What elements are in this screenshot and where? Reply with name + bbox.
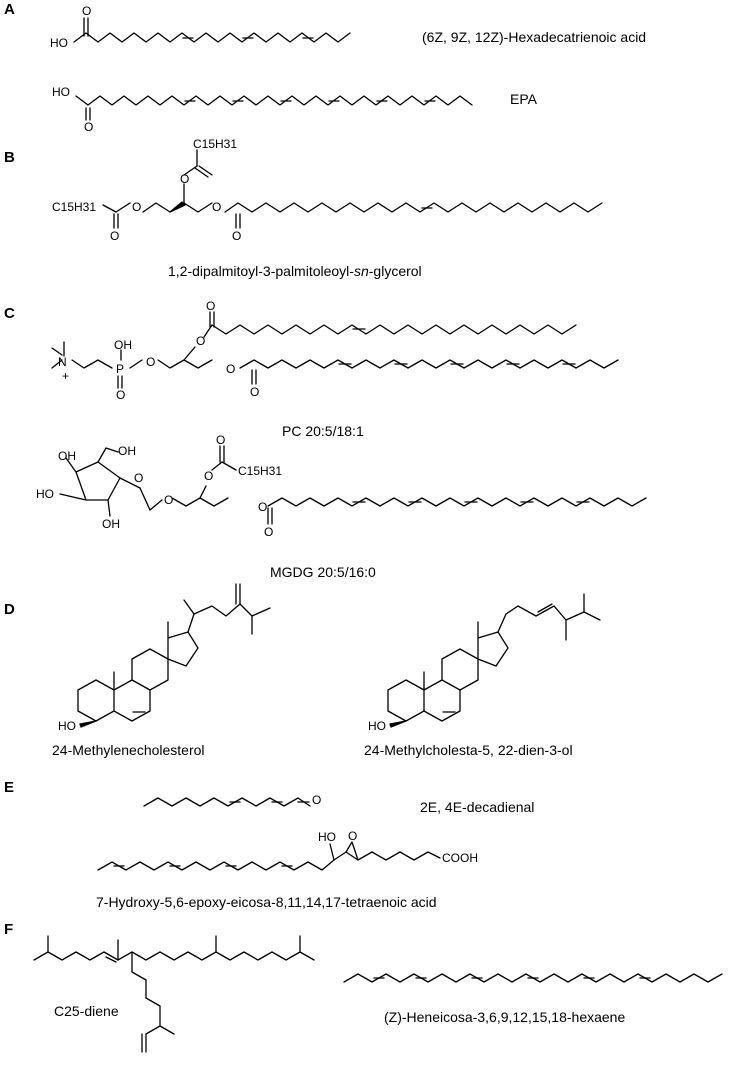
panel-label-e: E [4,779,14,796]
compound-name-c25-diene: C25-diene [54,1003,119,1019]
ester-oxygen-label: O [204,469,213,483]
compound-name-mgdg: MGDG 20:5/16:0 [270,564,376,580]
methylcholestadienol-structure [387,593,601,728]
heneicosahexaene-structure [343,973,723,983]
panel-label-a: A [4,1,15,18]
phosphoryl-oxygen-label: O [116,388,125,402]
phosphorus-label: P [116,362,124,376]
carbonyl-oxygen-label: O [264,525,273,539]
compound-name-decadienal: 2E, 4E-decadienal [420,799,534,815]
c25-diene-structure [33,935,315,1053]
panel-label-f: F [4,921,13,938]
acyl-chain-label: C15H31 [238,464,282,478]
sugar-hydroxyl-label: OH [58,449,76,463]
ester-oxygen-label: O [226,362,235,376]
epa-structure [75,95,473,121]
hydroxy-epoxy-eicosatetraenoic-acid-structure [97,841,441,871]
hydroxyl-label: HO [58,719,76,733]
methylenecholesterol-structure [77,583,271,728]
carbonyl-oxygen-label: O [216,433,225,447]
sugar-hydroxyl-label: HO [36,487,54,501]
carbonyl-oxygen-label: O [84,120,93,134]
panel-label-d: D [4,601,15,618]
acyl-chain-label: C15H31 [52,200,96,214]
aldehyde-oxygen-label: O [312,793,321,807]
ester-oxygen-label: O [258,500,267,514]
triacylglycerol-structure [102,149,603,229]
ester-oxygen-label: O [132,200,141,214]
compound-name-heneicosahexaene: (Z)-Heneicosa-3,6,9,12,15,18-hexaene [384,1009,625,1025]
phosphate-hydroxyl-label: OH [114,338,132,352]
ester-oxygen-label: O [146,355,155,369]
hydroxyl-label: HO [318,830,336,844]
hydroxyl-label: HO [50,36,68,50]
sugar-hydroxyl-label: OH [102,517,120,531]
ester-oxygen-label: O [196,334,205,348]
compound-name-pc: PC 20:5/18:1 [282,423,364,439]
ester-oxygen-label: O [212,200,221,214]
quaternary-nitrogen-label: N [58,355,67,369]
compound-name-hexadecatrienoic-acid: (6Z, 9Z, 12Z)-Hexadecatrienoic acid [422,29,646,45]
compound-name-triacylglycerol: 1,2-dipalmitoyl-3-palmitoleoyl-sn-glycer… [168,263,422,279]
carbonyl-oxygen-label: O [110,229,119,243]
compound-name-hydroxy-epoxy-eicosatetraenoic-acid: 7-Hydroxy-5,6-epoxy-eicosa-8,11,14,17-te… [96,894,437,910]
ring-oxygen-label: O [134,471,143,485]
acyl-chain-label: C15H31 [193,137,237,151]
hydroxyl-label: HO [52,85,70,99]
mgdg-structure [59,445,647,525]
carbonyl-oxygen-label: O [82,4,91,18]
compound-name-methylcholestadienol: 24-Methylcholesta-5, 22-dien-3-ol [364,742,573,758]
glycosidic-oxygen-label: O [164,493,173,507]
compound-name-methylenecholesterol: 24-Methylenecholesterol [52,742,205,758]
hydroxyl-label: HO [368,719,386,733]
carbonyl-oxygen-label: O [232,229,241,243]
ester-oxygen-label: O [180,172,189,186]
positive-charge-label: + [62,369,69,383]
epoxide-oxygen-label: O [348,829,357,843]
panel-label-c: C [4,305,15,322]
compound-name-epa: EPA [510,91,538,107]
pc-structure [51,311,619,389]
carbonyl-oxygen-label: O [250,385,259,399]
sugar-hydroxyl-label: OH [118,444,136,458]
panel-label-b: B [4,149,15,166]
hexadecatrienoic-acid-structure [73,17,351,43]
carboxyl-label: COOH [442,851,478,865]
carbonyl-oxygen-label: O [206,299,215,313]
decadienal-structure [143,797,311,807]
